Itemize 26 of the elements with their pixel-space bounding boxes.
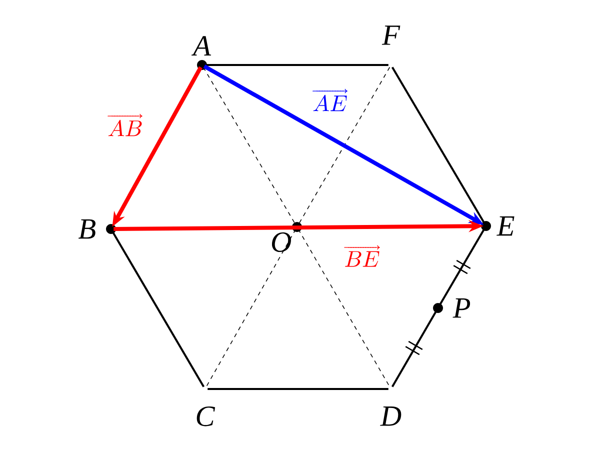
point: D: [380, 406, 402, 426]
side-line: [391, 66, 486, 224]
point: O: [272, 222, 302, 252]
edge-label: $\overrightarrow{BE}$: [344, 245, 380, 267]
dashed-line: [202, 66, 296, 226]
dashed-line: [206, 228, 296, 388]
point: B: [78, 219, 116, 239]
dashed-line: [298, 228, 390, 388]
edge-label: $\overrightarrow{AE}$: [312, 88, 348, 112]
side-line: [208, 388, 388, 390]
side-line: [438, 228, 486, 306]
node-label: A: [191, 36, 212, 56]
side-line: [204, 64, 388, 66]
node-label: P: [452, 298, 470, 318]
side-line: [111, 230, 205, 388]
point: A: [191, 36, 212, 70]
node-label: O: [272, 232, 291, 252]
node-label: E: [496, 216, 514, 236]
point: C: [196, 406, 216, 426]
point: E: [481, 216, 514, 236]
dashed-line: [298, 66, 390, 226]
node-label: B: [78, 219, 96, 239]
side-line: [391, 310, 438, 388]
point: F: [382, 26, 400, 45]
edge-label: $\overrightarrow{AB}$: [108, 114, 142, 136]
point: P: [433, 298, 470, 318]
